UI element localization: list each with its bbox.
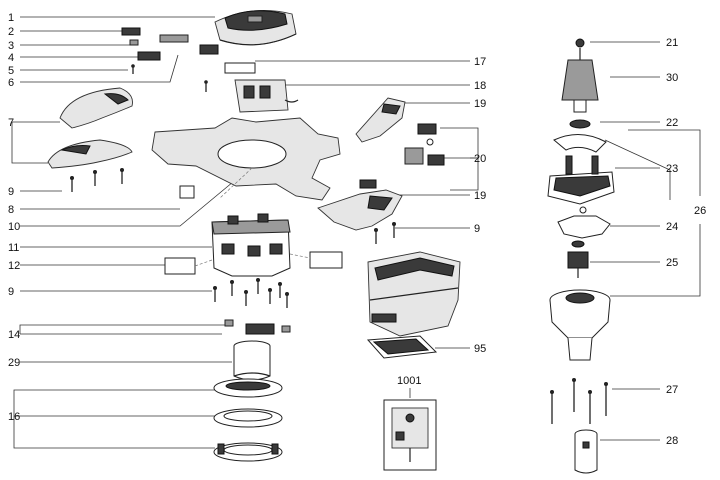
callout-8: 8: [8, 204, 14, 216]
gear-housing: [549, 289, 611, 361]
handle-shell-lower: [47, 139, 133, 169]
housing-screws: [213, 278, 289, 308]
gear-carrier: [547, 155, 615, 214]
switch-parts-group: [121, 27, 219, 74]
callout-20: 20: [474, 153, 486, 165]
callout-12: 12: [8, 260, 20, 272]
callout-14: 14: [8, 329, 20, 341]
switch-trigger-parts: [359, 123, 445, 189]
callout-9-right: 9: [474, 223, 480, 235]
sleeve-part: [233, 340, 271, 381]
seal-ring: [557, 215, 611, 239]
top-cover-assembly: [214, 9, 297, 46]
armature-assembly: [561, 38, 599, 129]
callout-6: 6: [8, 77, 14, 89]
motor-housing: [164, 213, 343, 277]
bearing-rings: [213, 378, 283, 462]
callout-19-upper: 19: [474, 98, 486, 110]
callout-18: 18: [474, 80, 486, 92]
base-plate: [151, 117, 341, 201]
callout-24: 24: [666, 221, 678, 233]
spindle-sleeve: [574, 429, 598, 474]
callout-7: 7: [8, 117, 14, 129]
side-grip-lower: [317, 189, 403, 244]
callout-2: 2: [8, 26, 14, 38]
right-leaders: [255, 41, 701, 441]
handle-shell-upper: [59, 87, 133, 129]
callout-28: 28: [666, 435, 678, 447]
callout-10: 10: [8, 221, 20, 233]
electronics-module: [204, 62, 299, 113]
callout-16: 16: [8, 411, 20, 423]
callout-5: 5: [8, 65, 14, 77]
handle-screws: [70, 168, 124, 192]
callout-3: 3: [8, 40, 14, 52]
clip-parts: [224, 319, 291, 335]
callout-30: 30: [666, 72, 678, 84]
callout-26: 26: [694, 205, 706, 217]
pinion-gear: [567, 240, 589, 278]
callout-4: 4: [8, 52, 14, 64]
callout-9-lower: 9: [8, 286, 14, 298]
callout-22: 22: [666, 117, 678, 129]
callout-29: 29: [8, 357, 20, 369]
callout-11: 11: [8, 242, 19, 254]
cover-disc: [553, 134, 607, 153]
long-screws: [550, 378, 608, 424]
callout-1: 1: [8, 12, 14, 24]
callout-labels: 1 2 3 4 5 6 7 9 8 10 11 12 9 14 29 16 17…: [8, 12, 706, 447]
callout-1001: 1001: [397, 375, 421, 387]
callout-25: 25: [666, 257, 678, 269]
label-card: [383, 399, 437, 471]
callout-95: 95: [474, 343, 486, 355]
callout-17: 17: [474, 56, 486, 68]
callout-23: 23: [666, 163, 678, 175]
callout-27: 27: [666, 384, 678, 396]
callout-21: 21: [666, 37, 678, 49]
side-grip-upper: [355, 97, 406, 143]
callout-19-lower: 19: [474, 190, 486, 202]
battery-plate: [366, 335, 438, 359]
left-leaders: [11, 16, 246, 449]
callout-9-upper: 9: [8, 186, 14, 198]
battery-pack: [367, 251, 461, 337]
